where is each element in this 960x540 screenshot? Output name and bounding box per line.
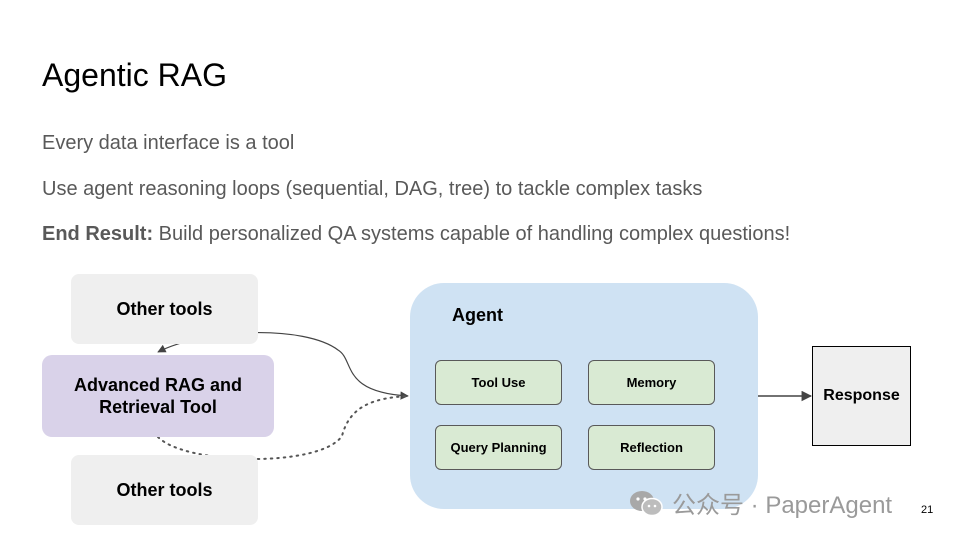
advanced-rag-tool-label: Advanced RAG and Retrieval Tool (73, 375, 243, 417)
dotted-connector-rag-to-agent (157, 395, 409, 460)
watermark: 公众号 · PaperAgent (628, 485, 892, 520)
end-result-label: End Result: (42, 223, 154, 245)
page-number: 21 (921, 504, 934, 516)
response-label: Response (823, 387, 900, 404)
response-box: Response (812, 346, 911, 446)
other-tools-bottom-label: Other tools (116, 479, 213, 500)
bullet-end-result: End Result: Build personalized QA system… (42, 223, 790, 246)
other-tools-bottom-box: Other tools (71, 455, 258, 525)
module-memory: Memory (588, 360, 715, 405)
module-reflection: Reflection (588, 425, 715, 470)
advanced-rag-tool-box: Advanced RAG and Retrieval Tool (42, 355, 274, 437)
other-tools-top-label: Other tools (116, 298, 213, 319)
wechat-icon (630, 490, 663, 516)
bullet-reasoning-loops: Use agent reasoning loops (sequential, D… (42, 178, 703, 200)
watermark-text: 公众号 · PaperAgent (672, 492, 893, 519)
module-query-planning: Query Planning (435, 425, 562, 470)
slide-title: Agentic RAG (42, 57, 227, 93)
other-tools-top-box: Other tools (71, 274, 258, 344)
bullet-tools: Every data interface is a tool (42, 132, 295, 154)
end-result-text: Build personalized QA systems capable of… (153, 223, 791, 245)
module-tool-use: Tool Use (435, 360, 562, 405)
agent-label: Agent (452, 305, 503, 325)
